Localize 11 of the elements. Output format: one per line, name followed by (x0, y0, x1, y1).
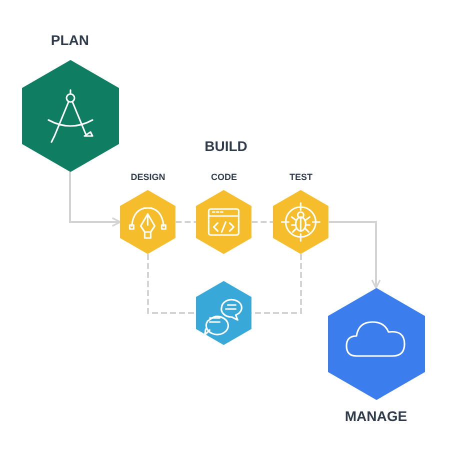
dashed-connector (252, 221, 274, 223)
dashed-connector (176, 221, 196, 223)
step-label: CODE (210, 172, 237, 182)
arrow (328, 221, 381, 289)
group-heading: BUILD (204, 138, 248, 154)
step-label: MANAGE (344, 408, 408, 424)
step-label: PLAN (50, 32, 90, 48)
dashed-connector (147, 254, 196, 314)
arrow (69, 172, 122, 227)
step-label: TEST (289, 172, 312, 182)
step-label: DESIGN (130, 172, 166, 182)
